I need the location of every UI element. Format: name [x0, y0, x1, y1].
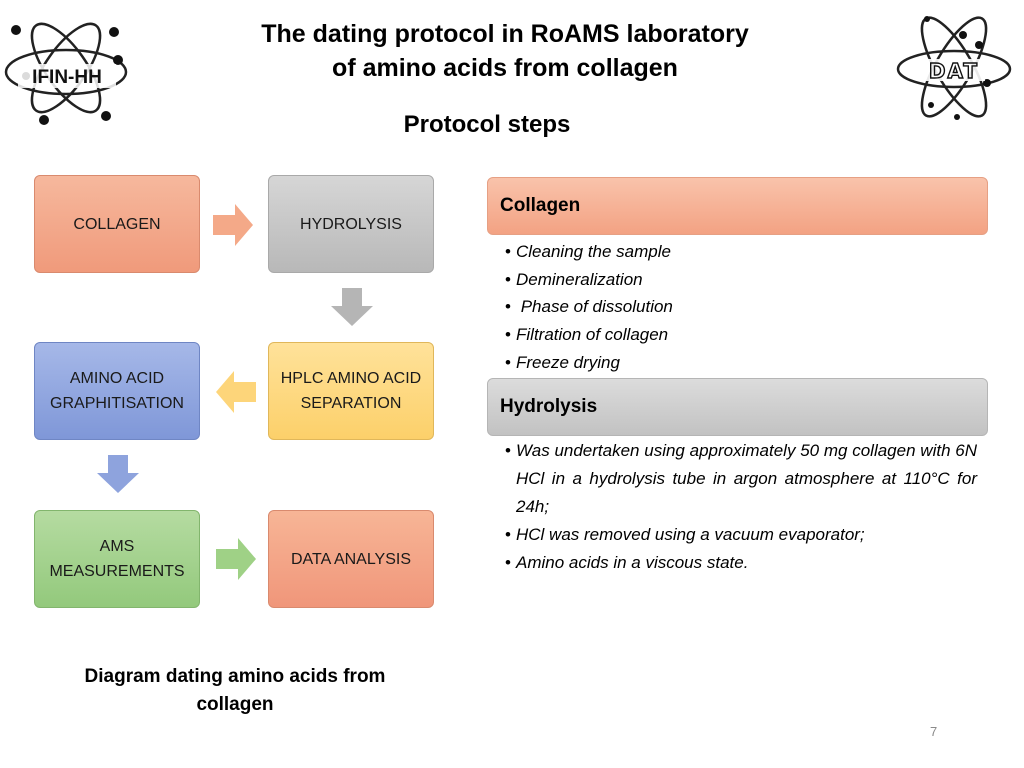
title-line-1: The dating protocol in RoAMS laboratory: [261, 20, 749, 48]
list-item: Freeze drying: [505, 349, 975, 377]
dat-logo: DAT: [896, 16, 1012, 120]
graphitisation-step-label-line-1: AMINO ACID: [69, 370, 165, 387]
protocol-steps-heading: Protocol steps: [403, 111, 571, 138]
collagen-step-box: COLLAGEN: [34, 175, 200, 273]
hydrolysis-step-label: HYDROLYSIS: [300, 215, 402, 233]
list-item: Cleaning the sample: [505, 238, 975, 266]
graphitisation-step-box: AMINO ACID GRAPHITISATION: [34, 342, 200, 440]
hplc-step-box: HPLC AMINO ACID SEPARATION: [268, 342, 434, 440]
hplc-step-label-line-2: SEPARATION: [300, 395, 402, 412]
ifin-hh-logo-text: IFIN-HH: [32, 67, 102, 88]
graphitisation-step-label: AMINO ACID GRAPHITISATION: [50, 366, 184, 416]
arrow-right-icon: [213, 204, 253, 246]
dat-logo-text: DAT: [929, 59, 979, 83]
ams-step-label: AMS MEASUREMENTS: [49, 534, 184, 584]
data-analysis-step-label: DATA ANALYSIS: [290, 550, 412, 568]
collagen-section-header: Collagen: [487, 177, 988, 235]
hydrolysis-section-header: Hydrolysis: [487, 378, 988, 436]
arrow-down-icon: [331, 288, 373, 326]
collagen-section-title: Collagen: [500, 195, 581, 216]
arrow-down-icon: [97, 455, 139, 493]
collagen-steps-list: Cleaning the sample Demineralization Pha…: [505, 238, 975, 377]
graphitisation-step-label-line-2: GRAPHITISATION: [50, 395, 184, 412]
list-item: Amino acids in a viscous state.: [505, 549, 977, 577]
ifin-hh-logo: IFIN-HH: [4, 22, 128, 125]
arrow-left-icon: [216, 371, 256, 413]
list-item: Was undertaken using approximately 50 mg…: [505, 437, 977, 521]
list-item: HCl was removed using a vacuum evaporato…: [505, 521, 977, 549]
diagram-caption-line-2: collagen: [196, 694, 274, 715]
ams-step-label-line-1: AMS: [99, 538, 135, 555]
hydrolysis-section-title: Hydrolysis: [500, 396, 598, 417]
arrow-right-icon: [216, 538, 256, 580]
collagen-step-label: COLLAGEN: [73, 215, 161, 233]
list-item: Demineralization: [505, 266, 975, 294]
ams-step-label-line-2: MEASUREMENTS: [49, 563, 185, 580]
diagram-caption-line-1: Diagram dating amino acids from: [84, 666, 386, 687]
page-title: The dating protocol in RoAMS laboratory …: [200, 17, 810, 85]
list-item: Phase of dissolution: [505, 293, 975, 321]
hydrolysis-step-box: HYDROLYSIS: [268, 175, 434, 273]
hplc-step-label-line-1: HPLC AMINO ACID: [280, 370, 422, 387]
ams-step-box: AMS MEASUREMENTS: [34, 510, 200, 608]
data-analysis-step-box: DATA ANALYSIS: [268, 510, 434, 608]
page-number: 7: [930, 724, 938, 739]
list-item: Filtration of collagen: [505, 321, 975, 349]
title-line-2: of amino acids from collagen: [332, 54, 678, 82]
hydrolysis-steps-list: Was undertaken using approximately 50 mg…: [505, 437, 977, 577]
diagram-caption: Diagram dating amino acids from collagen: [60, 663, 410, 719]
hplc-step-label: HPLC AMINO ACID SEPARATION: [281, 366, 421, 416]
